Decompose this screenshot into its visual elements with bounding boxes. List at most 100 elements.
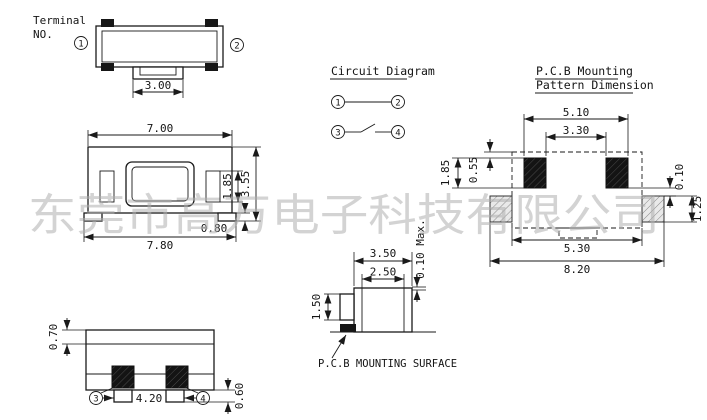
dim-3-50: 3.50	[353, 247, 413, 286]
mounting-surface-callout: P.C.B MOUNTING SURFACE	[318, 334, 457, 370]
front-view-right-slot	[205, 170, 221, 203]
mounting-surface-label: P.C.B MOUNTING SURFACE	[318, 358, 457, 370]
switch-contact-lever	[360, 123, 376, 133]
dim-7-80: 7.80	[83, 222, 237, 252]
dim-0-60: 0.60	[184, 378, 246, 414]
dim-text-8-20: 8.20	[564, 263, 591, 276]
terminal-tab	[101, 19, 114, 27]
dim-3-30: 3.30	[545, 124, 607, 156]
terminal-3-number: 3	[93, 394, 98, 404]
dim-5-30: 5.30	[511, 228, 643, 255]
side-view-terminal	[340, 324, 356, 332]
circuit-terminal-2-balloon	[391, 95, 405, 109]
front-view-left-foot	[83, 212, 103, 222]
circuit-terminal-3-balloon	[331, 125, 345, 139]
front-view-actuator	[125, 161, 195, 207]
side-pad-left	[489, 195, 513, 223]
terminal-4-number: 4	[200, 394, 205, 404]
pcb-mounting-pattern: P.C.B Mounting Pattern Dimension 5.10 3.…	[439, 64, 704, 276]
circuit-terminal-2: 2	[395, 98, 400, 108]
circuit-terminal-4-balloon	[391, 125, 405, 139]
terminal-tab	[101, 63, 114, 71]
dim-2-50: 2.50	[361, 266, 405, 288]
dim-text-3-55: 3.55	[239, 171, 252, 198]
pcb-pattern-title-line2: Pattern Dimension	[536, 78, 654, 92]
dim-1-85: 1.85	[220, 170, 243, 203]
dim-1-25: 1.25	[664, 195, 704, 223]
dim-text-0-80: 0.80	[201, 222, 228, 235]
dim-text-0-10: 0.10	[673, 164, 686, 191]
side-view-body	[353, 287, 413, 333]
dim-1-85-pad: 1.85	[439, 158, 524, 189]
dim-4-20: 4.20	[103, 392, 196, 405]
terminal-2-number: 2	[234, 41, 239, 51]
dim-text-1-50: 1.50	[310, 294, 323, 321]
dim-text-3-30: 3.30	[563, 124, 590, 137]
circuit-terminal-1-balloon	[331, 95, 345, 109]
terminal-2-balloon: 2	[230, 38, 244, 52]
dim-text-2-50: 2.50	[370, 266, 397, 279]
dim-text-5-10: 5.10	[563, 106, 590, 119]
terminal-tab	[205, 19, 218, 27]
bottom-view-body	[85, 329, 215, 391]
side-pad-right	[641, 195, 665, 223]
top-view: Terminal NO. 1 2 3.00	[33, 14, 244, 98]
switch-outline-dashed	[511, 151, 643, 229]
dim-text-1-25: 1.25	[691, 196, 704, 223]
dim-0-55: 0.55	[452, 139, 524, 183]
terminal-1-number: 1	[78, 39, 83, 49]
top-view-body	[95, 25, 224, 68]
dim-0-70: 0.70	[47, 318, 86, 356]
company-watermark: 东莞市高万电子科技有限公司	[28, 190, 660, 241]
dim-3-55: 3.55	[232, 146, 261, 222]
dim-5-10: 5.10	[523, 106, 629, 156]
front-view: 7.00 1.85 3.55 0.80	[83, 122, 261, 252]
dim-text-5-30: 5.30	[564, 242, 591, 255]
side-view-button	[339, 293, 355, 321]
circuit-terminal-4: 4	[395, 128, 400, 138]
dim-text-3-50: 3.50	[370, 247, 397, 260]
dim-text-1-85-pad: 1.85	[439, 160, 452, 187]
dim-text-0-10-max: 0.10 Max.	[414, 219, 427, 279]
side-view: 3.50 2.50 1.50 0.10 Max.	[310, 219, 457, 370]
terminal-no-label-line1: Terminal	[33, 14, 86, 27]
dim-text-0-60: 0.60	[233, 383, 246, 410]
dim-text-1-85: 1.85	[221, 173, 234, 200]
pcb-pattern-title-line1: P.C.B Mounting	[536, 64, 633, 78]
circuit-terminal-1: 1	[335, 98, 340, 108]
terminal-1-balloon: 1	[74, 36, 88, 50]
dim-1-50: 1.50	[310, 293, 340, 321]
dim-0-80: 0.80	[201, 203, 250, 235]
terminal-tab	[205, 63, 218, 71]
circuit-diagram-title: Circuit Diagram	[331, 64, 435, 78]
top-view-button	[132, 66, 184, 80]
bottom-pad-right	[165, 365, 189, 389]
circuit-terminal-3: 3	[335, 128, 340, 138]
dim-0-10-max: 0.10 Max.	[412, 219, 427, 302]
terminal-4-balloon: 4	[183, 386, 210, 405]
front-view-actuator-inner	[131, 166, 189, 202]
front-view-left-slot	[99, 170, 115, 203]
top-view-button-inner	[139, 66, 177, 76]
top-view-body-inner	[101, 30, 218, 63]
dim-text-3-00: 3.00	[145, 79, 172, 92]
dim-text-0-55: 0.55	[467, 157, 480, 184]
dim-text-4-20: 4.20	[136, 392, 163, 405]
front-view-right-foot	[217, 212, 237, 222]
solder-pad-right	[605, 157, 629, 189]
dim-text-7-00: 7.00	[147, 122, 174, 135]
circuit-diagram: Circuit Diagram 1 2 3 4	[330, 64, 435, 139]
dim-text-0-70: 0.70	[47, 324, 60, 351]
solder-pad-left	[523, 157, 547, 189]
dim-3-00: 3.00	[132, 79, 184, 98]
bottom-tab-right	[165, 389, 185, 403]
bottom-view: 0.70 3 4 4.20 0.60	[47, 318, 246, 414]
bottom-tab-left	[113, 389, 133, 403]
dim-7-00: 7.00	[87, 122, 233, 146]
dim-text-7-80: 7.80	[147, 239, 174, 252]
terminal-no-label-line2: NO.	[33, 28, 53, 41]
bottom-pad-left	[111, 365, 135, 389]
dim-8-20: 8.20	[489, 222, 665, 276]
